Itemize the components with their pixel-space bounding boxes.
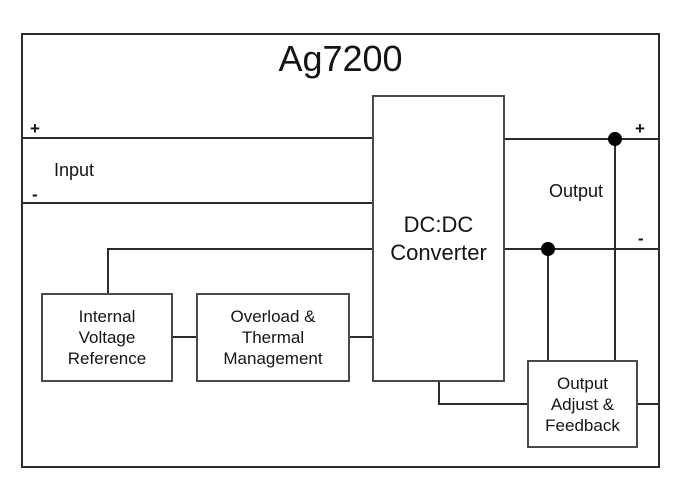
input-plus-sign: + xyxy=(30,119,40,138)
input-plus-wire xyxy=(21,137,374,139)
input-label: Input xyxy=(54,160,95,180)
output-adjust-feedback-box: Output Adjust & Feedback xyxy=(527,360,638,448)
output-plus-wire xyxy=(503,138,660,140)
output-label: Output xyxy=(548,181,604,201)
output-adjust-feedback-label: Output Adjust & Feedback xyxy=(545,373,620,435)
input-minus-sign: - xyxy=(32,185,38,204)
diagram-title: Ag7200 xyxy=(278,38,403,79)
input-minus-wire xyxy=(21,202,374,204)
overload-to-dcdc-wire xyxy=(348,336,374,338)
reference-wire-vertical xyxy=(107,248,109,295)
output-plus-junction-dot xyxy=(608,132,622,146)
overload-thermal-management-label: Overload & Thermal Management xyxy=(223,307,323,368)
reference-wire-horizontal xyxy=(107,248,374,250)
dcdc-converter-box: DC:DC Converter xyxy=(372,95,505,382)
minus-sense-wire-vertical xyxy=(547,248,549,362)
plus-sense-wire-vertical xyxy=(614,138,616,362)
overload-thermal-management-box: Overload & Thermal Management xyxy=(196,293,350,382)
diagram-border xyxy=(21,33,660,468)
dcdc-feedback-wire-vertical xyxy=(438,380,440,405)
ivr-to-overload-wire xyxy=(172,336,198,338)
dcdc-converter-label: DC:DC Converter xyxy=(390,211,487,265)
output-plus-sign: + xyxy=(635,119,645,138)
internal-voltage-reference-label: Internal Voltage Reference xyxy=(67,307,147,368)
feedback-to-border-wire xyxy=(636,403,660,405)
output-minus-wire xyxy=(503,248,660,250)
output-minus-junction-dot xyxy=(541,242,555,256)
internal-voltage-reference-box: Internal Voltage Reference xyxy=(41,293,173,382)
dcdc-feedback-wire-horizontal xyxy=(438,403,529,405)
output-minus-sign: - xyxy=(638,229,644,248)
